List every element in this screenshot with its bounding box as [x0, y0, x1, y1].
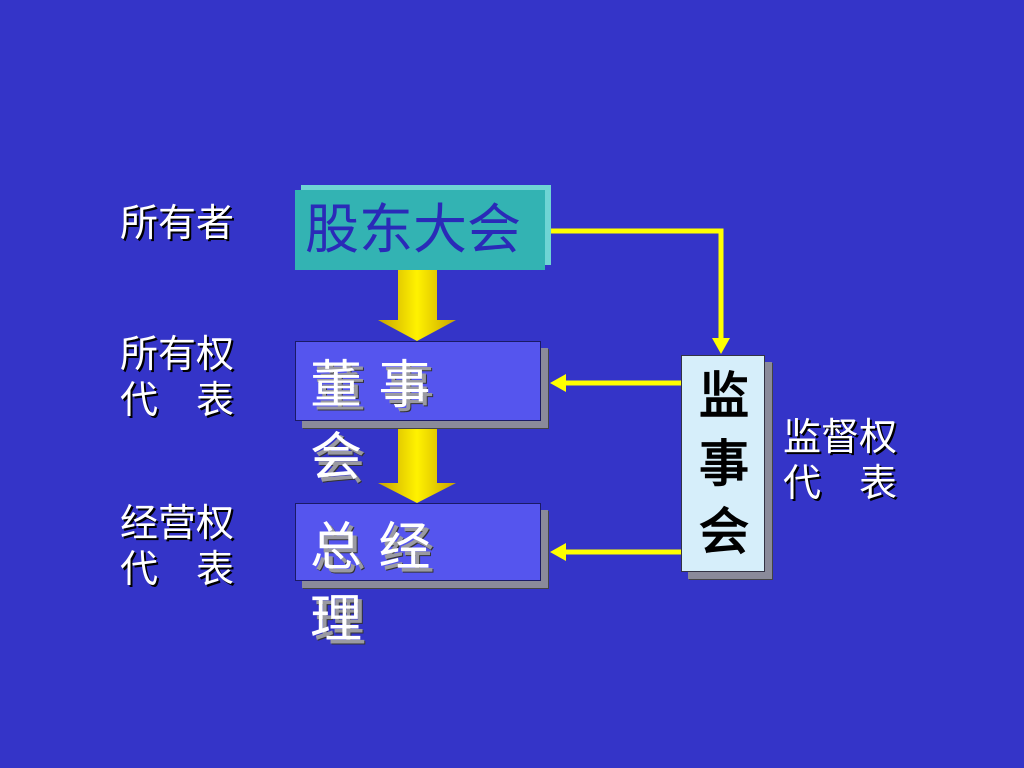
board-of-supervisors-label: 监事会 [699, 366, 749, 561]
general-manager-label: 总 经 理 [310, 518, 431, 650]
board-of-supervisors-box: 监事会 [681, 355, 765, 572]
board-of-directors-box [295, 341, 541, 421]
operation-rep-label: 经营权 代 表 [120, 501, 235, 591]
shareholders-meeting-label: 股东大会 [305, 198, 521, 261]
arrowhead-to-board [550, 374, 566, 392]
board-of-directors-label: 董 事 会 [310, 356, 431, 488]
arrowhead-to-supervisors [712, 338, 730, 354]
arrowhead-to-manager [550, 543, 566, 561]
supervision-rep-label: 监督权 代 表 [783, 415, 898, 505]
connector-shareholders-to-supervisors [546, 228, 724, 340]
ownership-rep-label: 所有权 代 表 [120, 332, 235, 422]
down-arrow-shareholders-to-board [378, 266, 456, 341]
shareholders-meeting-box: 股东大会 [295, 190, 545, 270]
down-arrow-board-to-manager [378, 428, 456, 503]
owner-label: 所有者 [120, 201, 235, 245]
general-manager-box [295, 503, 541, 581]
